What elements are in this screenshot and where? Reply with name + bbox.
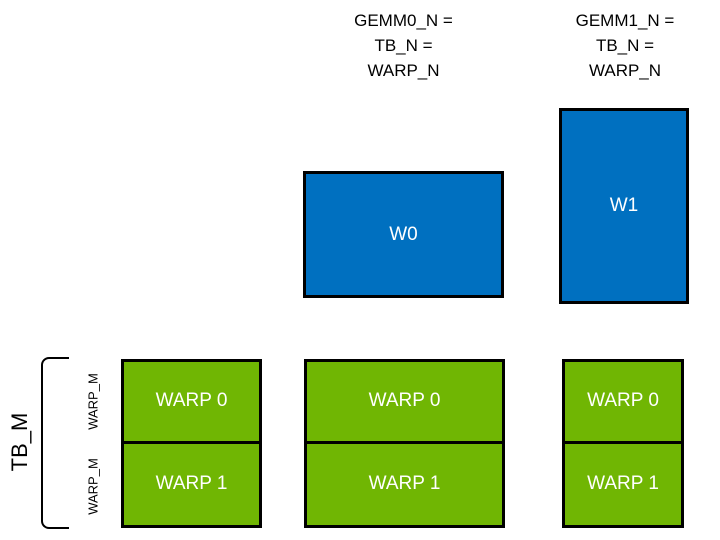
blue-tile-w0: W0: [303, 171, 504, 298]
warp-cell: WARP 0: [307, 362, 502, 444]
warp-cell: WARP 0: [565, 362, 681, 444]
blue-tile-w1-label: W1: [609, 195, 639, 216]
warp-cell-label: WARP 1: [155, 473, 228, 495]
warp-column-2: WARP 0 WARP 1: [562, 359, 684, 528]
warp-cell: WARP 1: [565, 443, 681, 525]
warp-cell: WARP 1: [124, 443, 259, 525]
warp-cell-label: WARP 1: [587, 473, 659, 495]
warp-cell: WARP 0: [124, 362, 259, 444]
warp-cell-label: WARP 1: [368, 473, 441, 495]
warp-cell: WARP 1: [307, 443, 502, 525]
blue-tile-w0-label: W0: [389, 223, 418, 245]
warp-cell-label: WARP 0: [155, 390, 228, 412]
tb-m-axis-label: TB_M: [7, 412, 32, 472]
warp-cell-label: WARP 0: [368, 390, 441, 412]
warp-m-axis-label-1: WARP_M: [85, 458, 101, 515]
warp-cell-label: WARP 0: [587, 390, 659, 412]
warp-m-axis-label-0: WARP_M: [85, 373, 101, 430]
warp-column-1: WARP 0 WARP 1: [304, 359, 505, 528]
column-header-gemm1: GEMM1_N = TB_N = WARP_N: [575, 11, 675, 80]
warp-column-0: WARP 0 WARP 1: [121, 359, 262, 528]
tb-m-bracket: [41, 357, 69, 529]
column-header-gemm0: GEMM0_N = TB_N = WARP_N: [354, 11, 453, 80]
blue-tile-w1: W1: [559, 108, 689, 304]
